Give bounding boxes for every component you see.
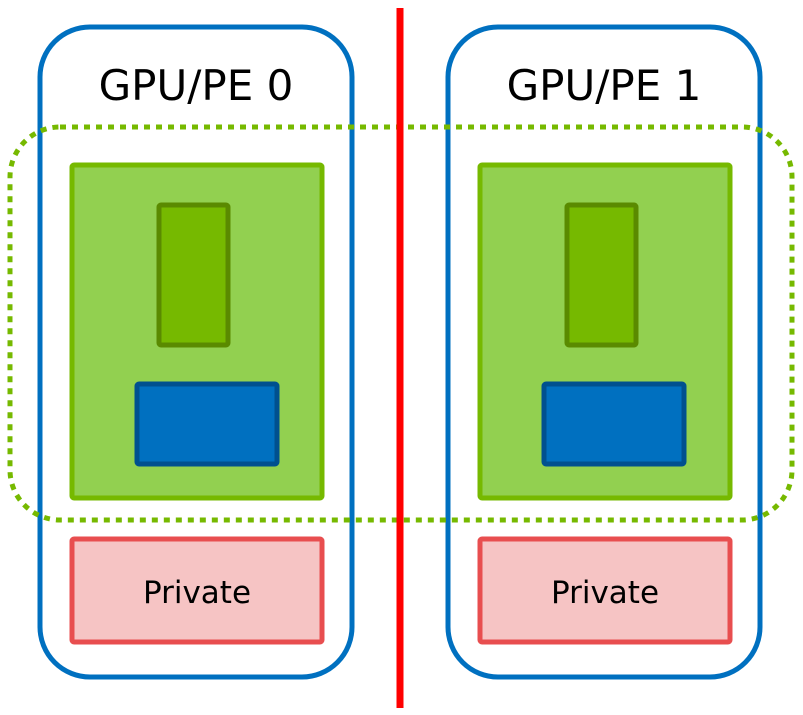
pe-0-green-object (156, 202, 231, 348)
pe-0-container (37, 24, 355, 680)
pe-0-private-memory (69, 536, 325, 645)
pe-1-private-label: Private (551, 575, 659, 611)
pe-1-green-object (564, 202, 639, 348)
pe-0-title: GPU/PE 0 (99, 61, 294, 110)
pe-0-blue-object (134, 381, 280, 467)
pe-0-private-label: Private (143, 575, 251, 611)
pe-1-blue-object (541, 381, 687, 467)
pe-1-private-memory (477, 536, 733, 645)
pe-1-container (445, 24, 763, 680)
pe-1-title: GPU/PE 1 (507, 61, 702, 110)
